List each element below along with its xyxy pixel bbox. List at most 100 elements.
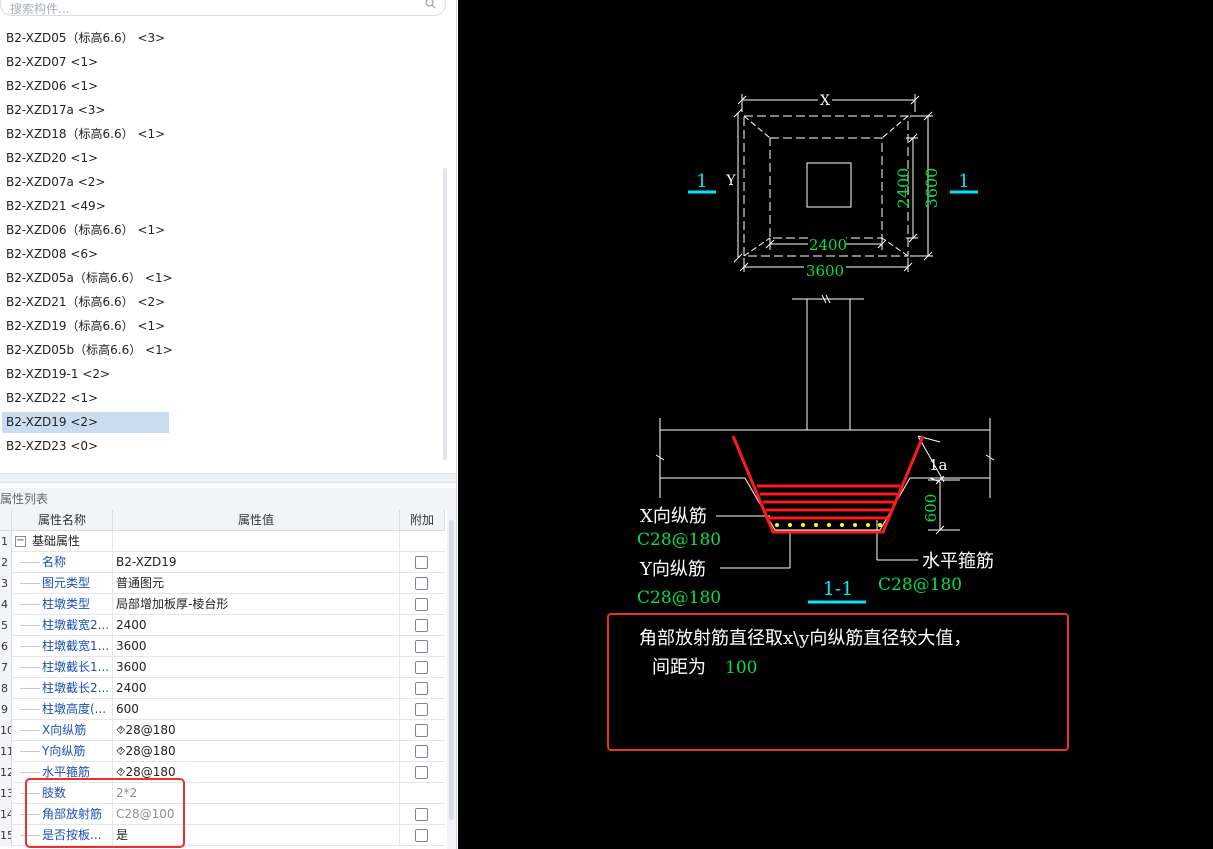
- property-value[interactable]: ⯑28@180: [113, 720, 400, 741]
- component-list-item[interactable]: B2-XZD05b（标高6.6） <1>: [6, 343, 173, 357]
- property-row[interactable]: 15是否按板...是: [0, 825, 445, 846]
- tree-line: [20, 625, 40, 626]
- attach-checkbox[interactable]: [415, 829, 428, 842]
- attach-checkbox[interactable]: [415, 703, 428, 716]
- property-value[interactable]: 2400: [113, 678, 400, 699]
- property-value[interactable]: [113, 531, 400, 552]
- property-value[interactable]: 3600: [113, 636, 400, 657]
- component-list-item[interactable]: B2-XZD06 <1>: [6, 79, 99, 93]
- component-list-item[interactable]: B2-XZD23 <0>: [6, 439, 99, 453]
- component-list-item[interactable]: B2-XZD06（标高6.6） <1>: [6, 223, 166, 237]
- attach-checkbox[interactable]: [415, 598, 428, 611]
- attach-checkbox[interactable]: [415, 766, 428, 779]
- attach-checkbox[interactable]: [415, 577, 428, 590]
- attach-checkbox[interactable]: [415, 745, 428, 758]
- property-row[interactable]: 11 Y向纵筋 ⯑28@180: [0, 741, 445, 762]
- grid-scrollbar[interactable]: [447, 510, 456, 849]
- tree-line: [20, 793, 40, 794]
- property-value[interactable]: 600: [113, 699, 400, 720]
- component-list-item[interactable]: B2-XZD20 <1>: [6, 151, 99, 165]
- component-list-item[interactable]: B2-XZD21 <49>: [6, 199, 106, 213]
- property-name-cell: 是否按板...: [12, 825, 113, 846]
- property-name: Y向纵筋: [42, 744, 86, 758]
- x-bar-label: X向纵筋: [640, 506, 707, 527]
- component-list-item[interactable]: B2-XZD21（标高6.6） <2>: [6, 295, 166, 309]
- tree-line: [20, 772, 40, 773]
- tree-line: [20, 667, 40, 668]
- dim-3600-horizontal: 3600: [806, 262, 844, 280]
- row-number: 9: [0, 699, 12, 720]
- attach-checkbox[interactable]: [415, 640, 428, 653]
- attach-checkbox[interactable]: [415, 661, 428, 674]
- list-scrollbar[interactable]: [443, 168, 447, 460]
- property-row[interactable]: 13肢数2*2: [0, 783, 445, 804]
- property-value[interactable]: 2*2: [113, 783, 400, 804]
- drawing-svg: X Y 2400 3600 2400 3600 1 1: [607, 93, 1069, 751]
- component-list-item[interactable]: B2-XZD07 <1>: [6, 55, 99, 69]
- property-name-cell: 柱墩类型: [12, 594, 113, 615]
- search-box[interactable]: 搜索构件...: [0, 0, 446, 16]
- component-list-item[interactable]: B2-XZD08 <6>: [6, 247, 99, 261]
- property-row[interactable]: 1−基础属性: [0, 531, 445, 552]
- property-row[interactable]: 12水平箍筋⯑28@180: [0, 762, 445, 783]
- attach-checkbox[interactable]: [415, 724, 428, 737]
- property-value[interactable]: 是: [113, 825, 400, 846]
- panel-splitter[interactable]: [0, 473, 456, 483]
- dim-2400-vertical: 2400: [894, 168, 913, 209]
- hoop-label: 水平箍筋: [922, 551, 994, 572]
- section-view: [655, 294, 995, 569]
- search-input[interactable]: 搜索构件...: [10, 2, 70, 16]
- name-column-header[interactable]: 属性名称: [12, 510, 113, 531]
- component-list-item[interactable]: B2-XZD05（标高6.6） <3>: [6, 31, 166, 45]
- search-icon[interactable]: [425, 0, 436, 9]
- property-row[interactable]: 10X向纵筋⯑28@180: [0, 720, 445, 741]
- component-list-item[interactable]: B2-XZD19 <2>: [2, 412, 169, 433]
- attach-checkbox[interactable]: [415, 682, 428, 695]
- tree-line: [20, 814, 40, 815]
- cad-drawing-canvas[interactable]: X Y 2400 3600 2400 3600 1 1: [458, 0, 1213, 849]
- row-number: 11: [0, 741, 12, 762]
- property-name: 柱墩截宽1...: [42, 639, 110, 653]
- component-list-item[interactable]: B2-XZD19-1 <2>: [6, 367, 111, 381]
- property-value[interactable]: C28@100: [113, 804, 400, 825]
- attach-checkbox[interactable]: [415, 808, 428, 821]
- extra-cell: [400, 825, 445, 846]
- component-list-item[interactable]: B2-XZD05a（标高6.6） <1>: [6, 271, 173, 285]
- property-value[interactable]: 局部增加板厚-棱台形: [113, 594, 400, 615]
- extra-column-header[interactable]: 附加: [400, 510, 445, 531]
- property-value[interactable]: ⯑28@180: [113, 762, 400, 783]
- note-line-1: 角部放射筋直径取x\y向纵筋直径较大值，: [639, 628, 971, 649]
- extra-cell: [400, 573, 445, 594]
- property-value[interactable]: ⯑28@180: [113, 741, 400, 762]
- property-name: 柱墩类型: [42, 597, 91, 611]
- attach-checkbox[interactable]: [415, 619, 428, 632]
- component-list-item[interactable]: B2-XZD22 <1>: [6, 391, 99, 405]
- property-name-cell: 柱墩截长1...: [12, 657, 113, 678]
- component-list-item[interactable]: B2-XZD17a <3>: [6, 103, 106, 117]
- property-name-cell: X向纵筋: [12, 720, 113, 741]
- component-list-item[interactable]: B2-XZD07a <2>: [6, 175, 106, 189]
- row-number: 14: [0, 804, 12, 825]
- highlight-box-note: [607, 613, 1069, 751]
- property-value[interactable]: 2400: [113, 615, 400, 636]
- attach-checkbox[interactable]: [415, 556, 428, 569]
- property-value[interactable]: 普通图元: [113, 573, 400, 594]
- value-column-header[interactable]: 属性值: [113, 510, 400, 531]
- component-list-item[interactable]: B2-XZD18（标高6.6） <1>: [6, 127, 166, 141]
- grid-scrollbar-thumb[interactable]: [449, 520, 454, 820]
- component-list-item[interactable]: B2-XZD19（标高6.6） <1>: [6, 319, 166, 333]
- property-row[interactable]: 14角部放射筋C28@100: [0, 804, 445, 825]
- collapse-toggle-icon[interactable]: −: [15, 535, 26, 547]
- property-value[interactable]: 3600: [113, 657, 400, 678]
- dim-2400-horizontal: 2400: [809, 236, 847, 254]
- property-value[interactable]: B2-XZD19: [113, 552, 400, 573]
- tree-line: [20, 646, 40, 647]
